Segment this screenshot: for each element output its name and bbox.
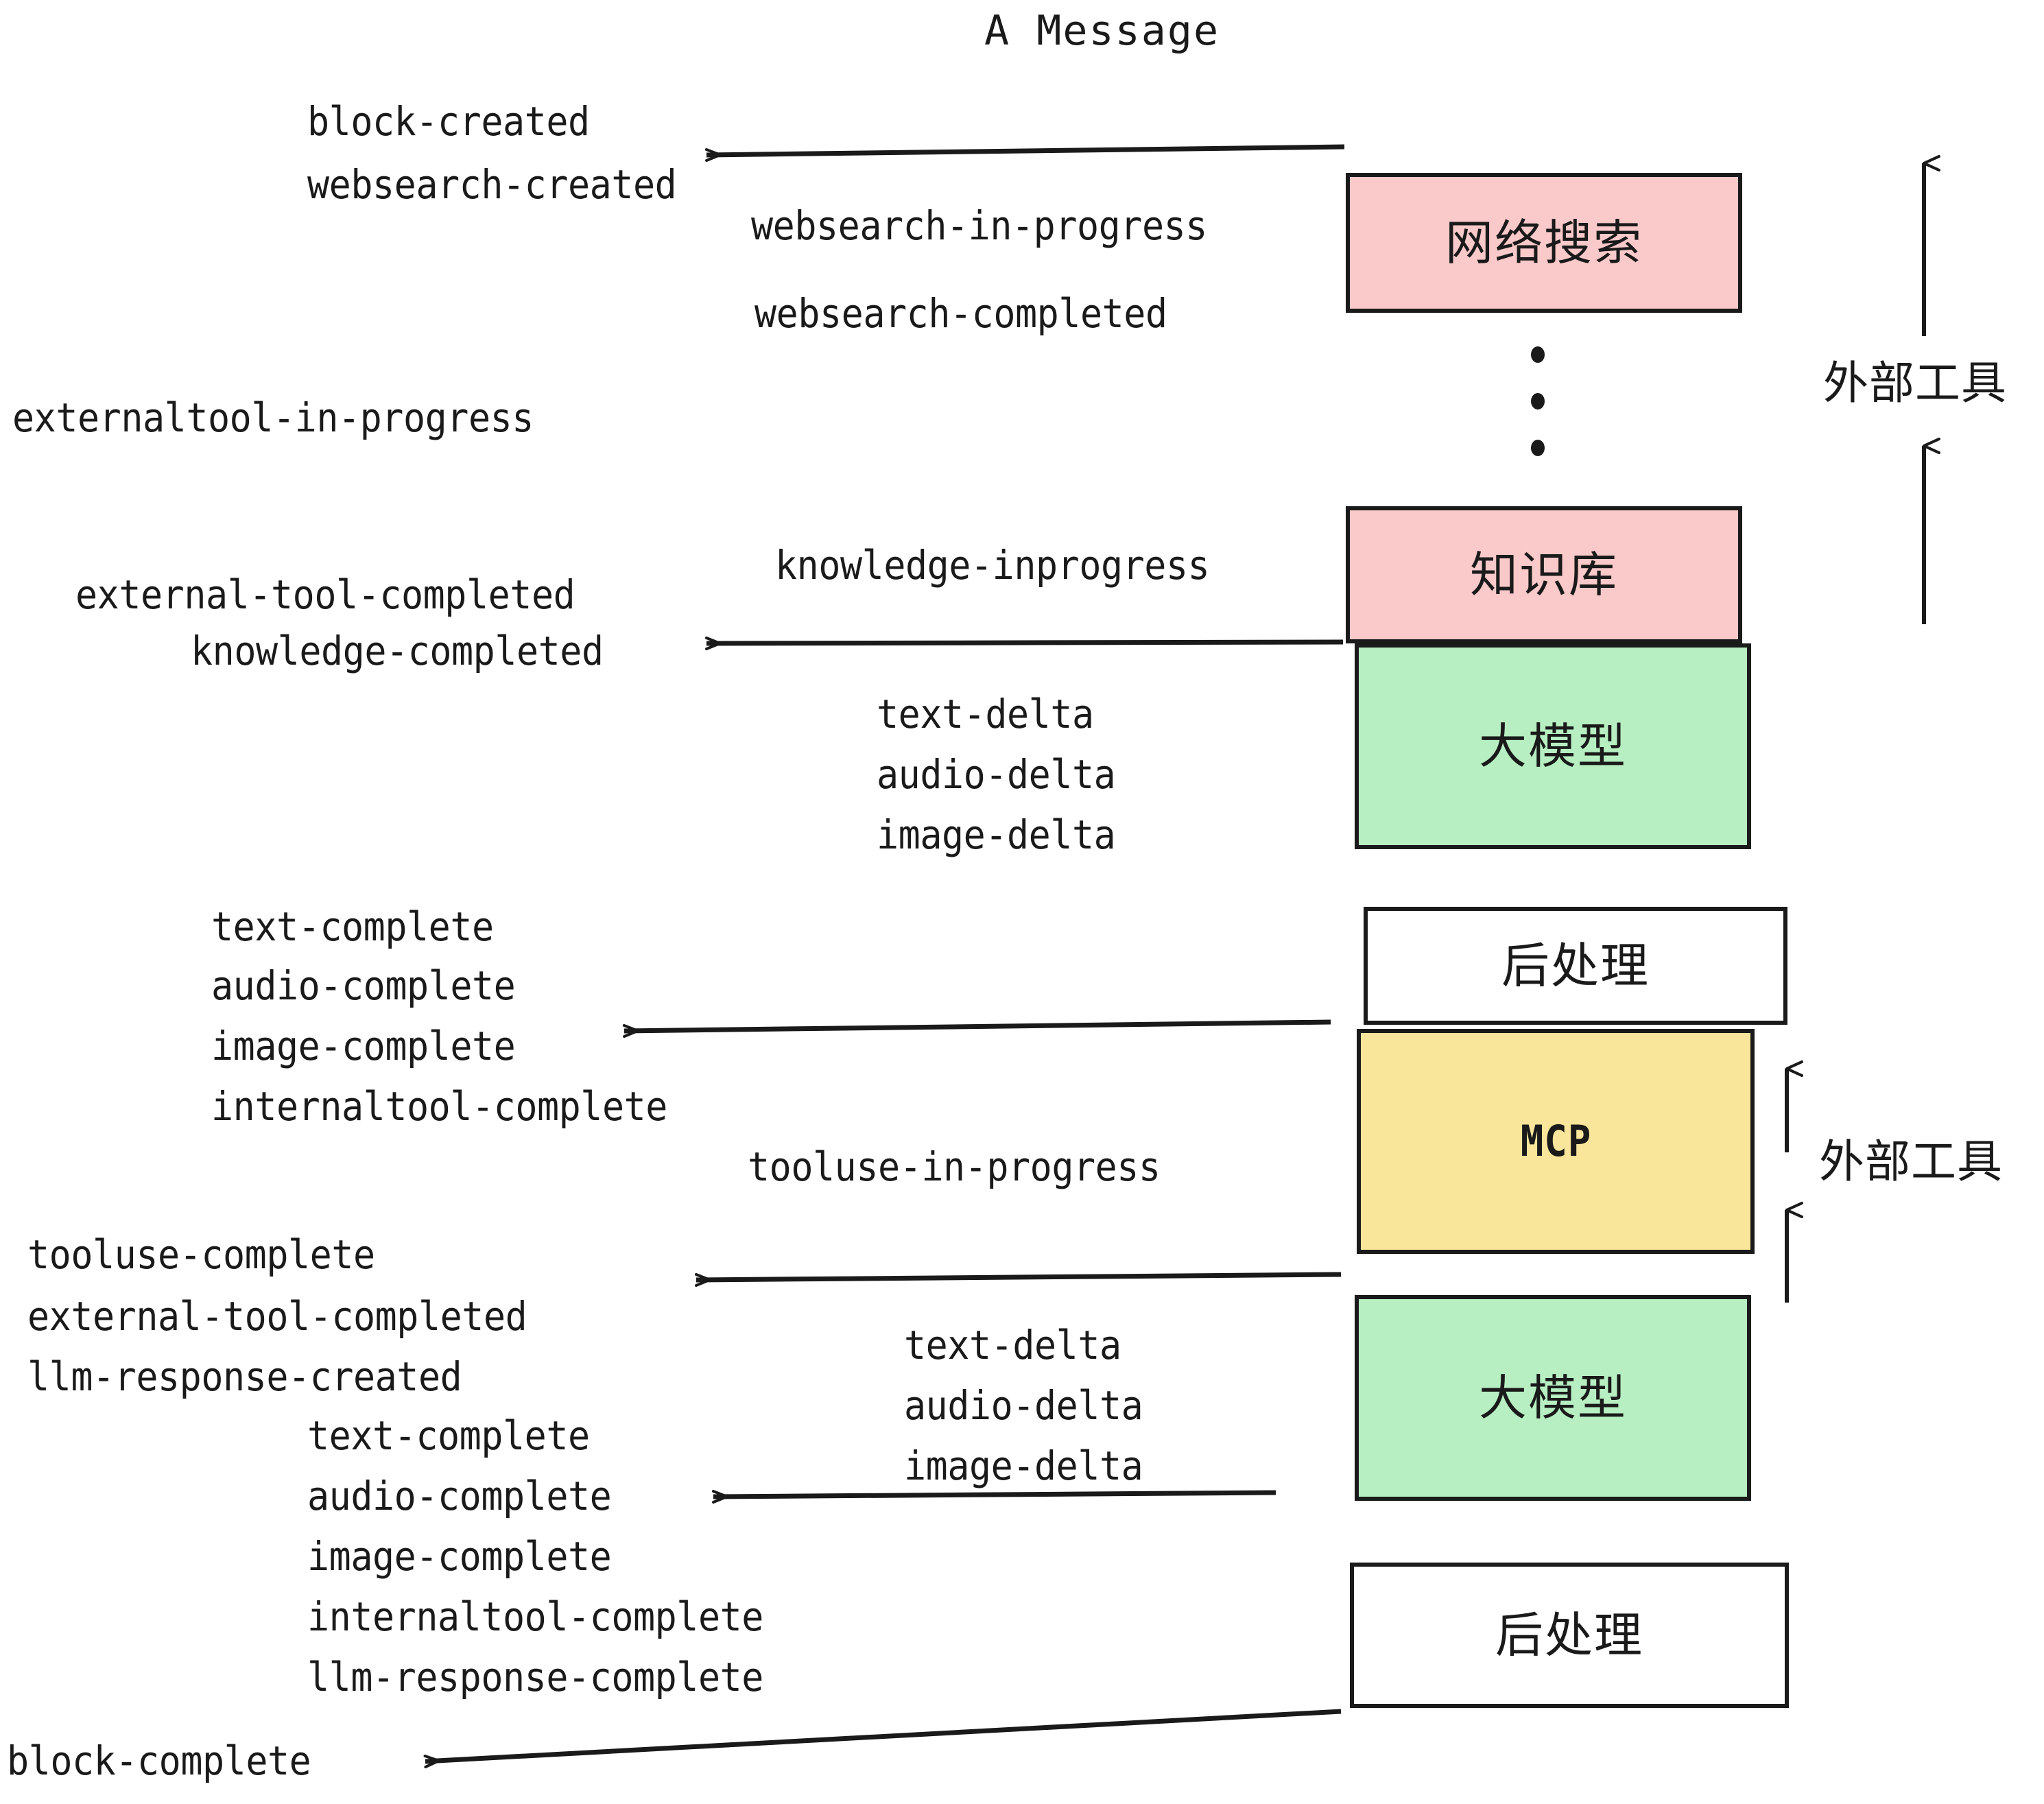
event-audio-complete-mid: audio-complete — [211, 962, 516, 1009]
box-llm-bottom[interactable]: 大模型 — [1355, 1295, 1751, 1501]
event-websearch-created: websearch-created — [307, 161, 677, 208]
event-knowledge-inprogress: knowledge-inprogress — [775, 542, 1210, 589]
event-audio-delta-bottom: audio-delta — [904, 1382, 1143, 1429]
arrow-block-complete — [423, 1709, 1342, 1768]
event-image-delta-bottom: image-delta — [904, 1443, 1143, 1489]
event-external-tool-completed-1: external-tool-completed — [75, 571, 575, 618]
box-knowledge-label: 知识库 — [1470, 547, 1618, 603]
event-llm-response-created: llm-response-created — [27, 1353, 462, 1400]
event-externaltool-in-progress: externaltool-in-progress — [12, 394, 534, 441]
event-text-complete-mid: text-complete — [211, 903, 494, 950]
box-postprocess-top-label: 后处理 — [1501, 938, 1650, 994]
event-tooluse-complete: tooluse-complete — [27, 1231, 375, 1278]
page-title: A Message — [984, 7, 1220, 55]
box-websearch-label: 网络搜索 — [1445, 215, 1643, 271]
event-text-delta-top: text-delta — [877, 691, 1094, 737]
box-postprocess-top[interactable]: 后处理 — [1364, 907, 1787, 1025]
box-postprocess-bottom-label: 后处理 — [1495, 1607, 1643, 1663]
arrow-image-complete — [622, 1019, 1331, 1038]
box-websearch[interactable]: 网络搜索 — [1346, 173, 1742, 313]
event-text-delta-bottom: text-delta — [904, 1322, 1121, 1368]
dot-3 — [1531, 440, 1545, 456]
event-llm-response-complete: llm-response-complete — [307, 1654, 763, 1700]
dot-2 — [1531, 393, 1545, 410]
box-llm-top-label: 大模型 — [1479, 718, 1627, 774]
event-text-complete-bottom: text-complete — [307, 1412, 590, 1459]
event-block-complete: block-complete — [7, 1737, 311, 1784]
event-internaltool-complete-mid: internaltool-complete — [211, 1083, 667, 1130]
label-external-tools-bottom: 外部工具 — [1819, 1135, 2003, 1188]
event-knowledge-completed: knowledge-completed — [191, 628, 604, 674]
box-mcp[interactable]: MCP — [1357, 1029, 1755, 1254]
event-image-complete-bottom: image-complete — [307, 1533, 612, 1580]
event-websearch-completed: websearch-completed — [754, 290, 1167, 337]
arrow-tooluse-complete — [694, 1272, 1342, 1287]
arrow-audio-complete — [711, 1490, 1276, 1504]
box-postprocess-bottom[interactable]: 后处理 — [1350, 1563, 1789, 1708]
event-image-complete-mid: image-complete — [211, 1023, 516, 1069]
event-audio-complete-bottom: audio-complete — [307, 1473, 612, 1519]
ellipsis-dots — [1531, 346, 1552, 463]
event-external-tool-completed-2: external-tool-completed — [27, 1293, 527, 1340]
box-llm-top[interactable]: 大模型 — [1355, 643, 1751, 849]
event-image-delta-top: image-delta — [877, 811, 1116, 858]
label-external-tools-top: 外部工具 — [1823, 357, 2007, 410]
box-mcp-label: MCP — [1520, 1116, 1591, 1166]
dot-1 — [1531, 346, 1545, 363]
box-knowledge[interactable]: 知识库 — [1346, 506, 1742, 643]
event-block-created: block-created — [307, 98, 590, 145]
arrow-knowledge-completed — [704, 637, 1344, 650]
event-websearch-in-progress: websearch-in-progress — [751, 202, 1207, 249]
arrow-block-created — [704, 144, 1345, 162]
box-llm-bottom-label: 大模型 — [1479, 1370, 1627, 1426]
event-audio-delta-top: audio-delta — [877, 751, 1116, 798]
event-internaltool-complete-bottom: internaltool-complete — [307, 1593, 763, 1640]
event-tooluse-in-progress: tooluse-in-progress — [748, 1143, 1161, 1190]
